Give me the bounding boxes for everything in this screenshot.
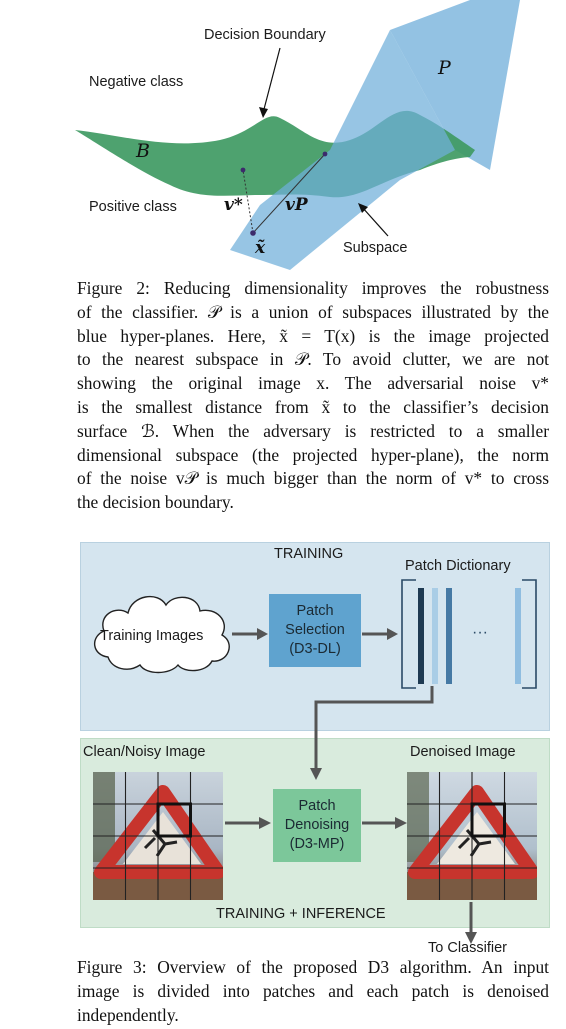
caption-line: is the smallest distance from x̃ to the …	[77, 396, 549, 417]
patch-selection-line: (D3-DL)	[289, 641, 341, 657]
caption-line: of the noise v𝒫 is much bigger than the …	[77, 468, 549, 489]
caption-line: independently.	[77, 1004, 179, 1025]
union-symbol: P	[438, 57, 451, 79]
patch-selection-line: Selection	[285, 622, 345, 638]
denoised-image-label: Denoised Image	[410, 744, 516, 760]
figure2-caption: Figure 2: Reducing dimensionality improv…	[77, 277, 549, 515]
training-images-label: Training Images	[100, 628, 204, 644]
figure3-arrows	[225, 628, 477, 944]
negative-class-label: Negative class	[89, 74, 184, 90]
training-title: TRAINING	[274, 546, 344, 562]
vp-line	[252, 153, 326, 234]
x-tilde-point	[250, 230, 256, 236]
clean-noisy-image-label: Clean/Noisy Image	[83, 744, 206, 760]
patch-denoising-line: Denoising	[284, 817, 350, 833]
positive-class-label: Positive class	[89, 199, 177, 215]
x-tilde-label: x̃	[255, 238, 266, 258]
caption-line: to the nearest subspace in 𝒫. To avoid c…	[77, 349, 549, 370]
decision-boundary-arrow	[262, 47, 281, 114]
noisy-image-grid	[93, 772, 223, 900]
patch-denoising-line: Patch	[298, 798, 336, 814]
v-star-point	[240, 167, 246, 173]
patch-dictionary-label: Patch Dictionary	[405, 558, 511, 574]
patch-dictionary-matrix	[401, 579, 537, 689]
vp-point	[322, 151, 328, 157]
to-classifier-label: To Classifier	[428, 940, 507, 956]
caption-line: of the classifier. 𝒫 is a union of subsp…	[77, 301, 549, 322]
decision-boundary-label: Decision Boundary	[204, 27, 326, 43]
dictionary-dots: ···	[472, 624, 488, 641]
boundary-symbol: B	[136, 140, 150, 162]
hyperplane-back	[390, 0, 520, 170]
caption-line: image is divided into patches and each p…	[77, 980, 549, 1001]
patch-selection-box: Patch Selection (D3-DL)	[269, 594, 361, 667]
figure2-diagram	[75, 0, 520, 270]
caption-line: Figure 2: Reducing dimensionality improv…	[77, 278, 549, 298]
vp-label: vP	[285, 195, 308, 215]
caption-line: Figure 3: Overview of the proposed D3 al…	[77, 957, 549, 977]
caption-line: surface ℬ. When the adversary is restric…	[77, 420, 549, 441]
figure3-caption: Figure 3: Overview of the proposed D3 al…	[77, 956, 549, 1027]
v-star-line	[242, 169, 254, 234]
caption-line: the decision boundary.	[77, 492, 234, 513]
inference-title: TRAINING + INFERENCE	[216, 906, 386, 922]
cloud-icon	[94, 595, 230, 674]
caption-line: showing the original image x. The advers…	[77, 373, 549, 394]
hyperplane-front	[230, 30, 455, 270]
v-star-label: v*	[224, 195, 243, 215]
subspace-arrow	[361, 206, 389, 237]
subspace-label: Subspace	[343, 240, 408, 256]
patch-denoising-box: Patch Denoising (D3-MP)	[273, 789, 361, 862]
denoised-image-grid	[407, 772, 537, 900]
caption-line: blue hyper-planes. Here, x̃ = T(x) is th…	[77, 325, 549, 346]
caption-line: dimensional subspace (the projected hype…	[77, 444, 549, 465]
patch-selection-line: Patch	[296, 603, 334, 619]
patch-denoising-line: (D3-MP)	[289, 836, 345, 852]
